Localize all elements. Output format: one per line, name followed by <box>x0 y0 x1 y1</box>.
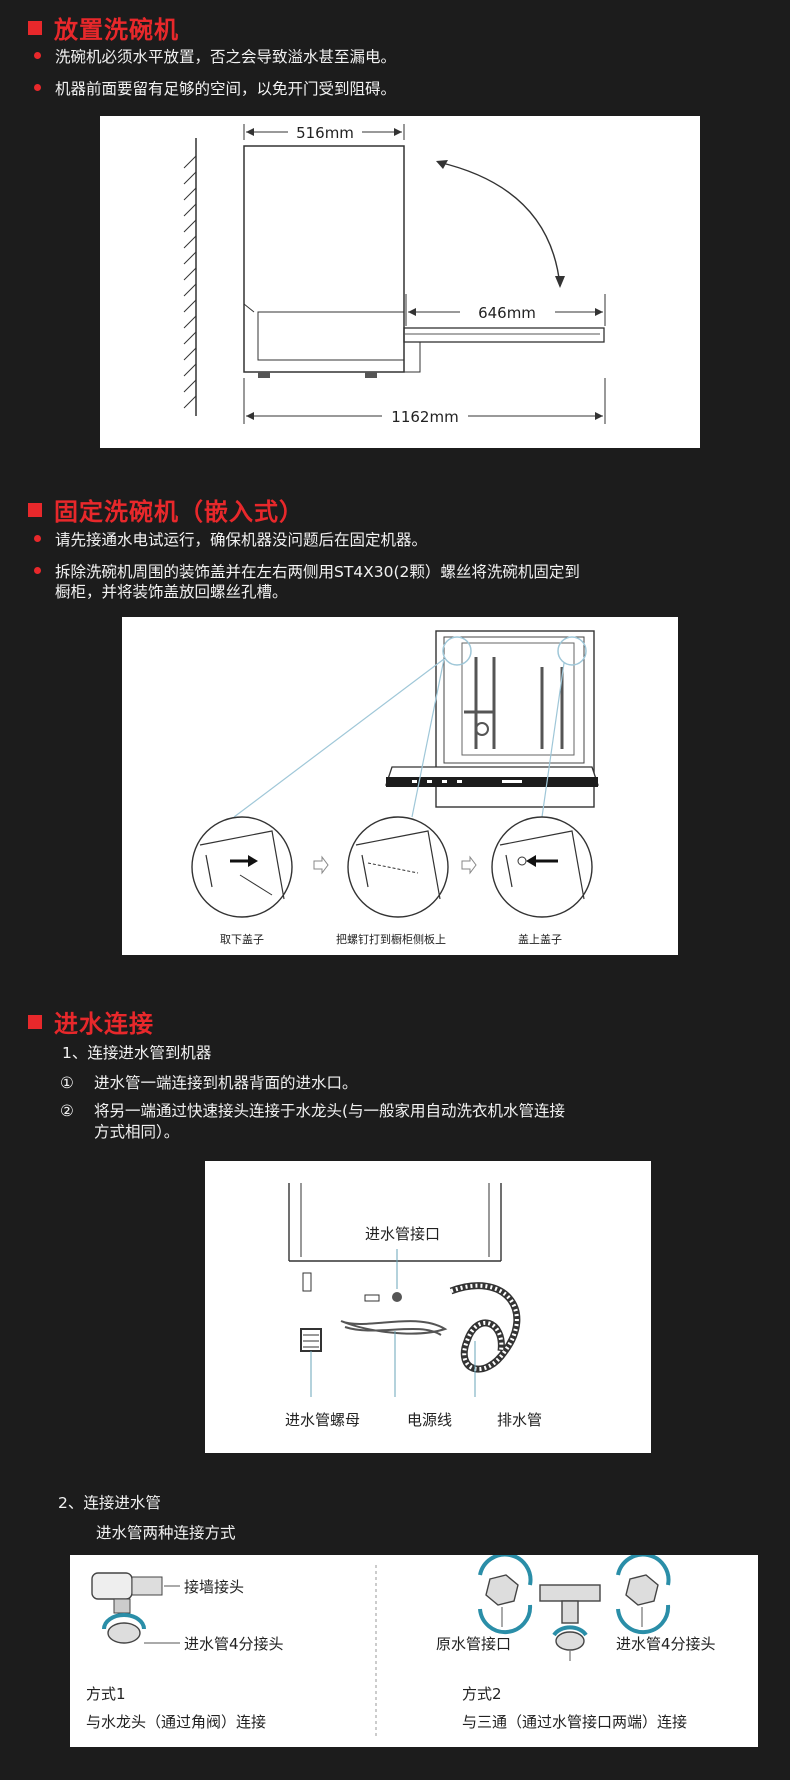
method1-label-inlet-joint: 进水管4分接头 <box>184 1635 284 1653</box>
method2-label-inlet-joint: 进水管4分接头 <box>616 1635 716 1653</box>
subsection-2-title: 2、连接进水管 <box>58 1494 161 1512</box>
bullet-continuation: 橱柜，并将装饰盖放回螺丝孔槽。 <box>55 583 288 601</box>
square-bullet-icon <box>28 21 42 35</box>
bullet-item: 请先接通水电试运行，确保机器没问题后在固定机器。 <box>34 529 427 551</box>
inlet-label: 进水管接口 <box>365 1225 441 1243</box>
step-1-label: 取下盖子 <box>220 933 264 946</box>
placement-diagram: 516mm 646mm 1162mm <box>100 116 700 448</box>
square-bullet-icon <box>28 1015 42 1029</box>
method1-desc: 与水龙头（通过角阀）连接 <box>86 1713 267 1731</box>
dot-icon <box>34 52 41 59</box>
dot-icon <box>34 535 41 542</box>
bullet-item: 洗碗机必须水平放置，否之会导致溢水甚至漏电。 <box>34 46 396 68</box>
item-2-text-cont: 方式相同）。 <box>94 1123 180 1141</box>
item-1-text: 进水管一端连接到机器背面的进水口。 <box>94 1074 358 1092</box>
dot-icon <box>34 567 41 574</box>
built-in-fixing-drawing <box>191 630 599 918</box>
nut-label: 进水管螺母 <box>285 1411 361 1429</box>
bullet-item: 机器前面要留有足够的空间，以免开门受到阻碍。 <box>34 78 396 100</box>
fixing-diagram: 取下盖子 把螺钉打到橱柜侧板上 盖上盖子 <box>122 617 678 955</box>
machine-back-drawing <box>288 1183 521 1397</box>
subsection-1-title: 1、连接进水管到机器 <box>62 1044 212 1062</box>
section-title-placement: 放置洗碗机 <box>28 10 179 45</box>
item-2-text: 将另一端通过快速接头连接于水龙头(与一般家用自动洗衣机水管连接 <box>94 1102 566 1120</box>
power-cord-label: 电源线 <box>407 1411 453 1429</box>
section-title-fixing: 固定洗碗机（嵌入式） <box>28 492 304 527</box>
connection-methods-panel: 接墙接头 进水管4分接头 方式1 与水龙头（通过角阀）连接 原水管接口 进水管4… <box>70 1552 758 1747</box>
dot-icon <box>34 84 41 91</box>
inlet-diagram: 进水管接口 进水管螺母 电源线 排水管 <box>205 1161 651 1453</box>
method2-label-original-pipe: 原水管接口 <box>436 1635 512 1653</box>
method2-desc: 与三通（通过水管接口两端）连接 <box>462 1713 688 1731</box>
method2-title: 方式2 <box>462 1685 502 1703</box>
method1-title: 方式1 <box>86 1685 126 1703</box>
section-title-water-inlet: 进水连接 <box>28 1004 154 1039</box>
bullet-item: 拆除洗碗机周围的装饰盖并在左右两侧用ST4X30(2颗）螺丝将洗碗机固定到 <box>34 561 580 583</box>
drain-hose-label: 排水管 <box>497 1411 543 1429</box>
item-2-num: ② <box>60 1102 74 1120</box>
item-1-num: ① <box>60 1074 74 1092</box>
square-bullet-icon <box>28 503 42 517</box>
connection-methods-drawing <box>91 1552 671 1737</box>
subsection-2-desc: 进水管两种连接方式 <box>96 1524 236 1542</box>
dim-width-label: 516mm <box>296 124 354 142</box>
dim-door-label: 646mm <box>478 304 536 322</box>
dim-total-label: 1162mm <box>391 408 458 426</box>
dishwasher-dimension-drawing: 516mm 646mm 1162mm <box>183 124 606 426</box>
method1-label-wall-joint: 接墙接头 <box>184 1578 245 1596</box>
step-2-label: 把螺钉打到橱柜侧板上 <box>336 933 446 946</box>
step-3-label: 盖上盖子 <box>518 933 562 946</box>
